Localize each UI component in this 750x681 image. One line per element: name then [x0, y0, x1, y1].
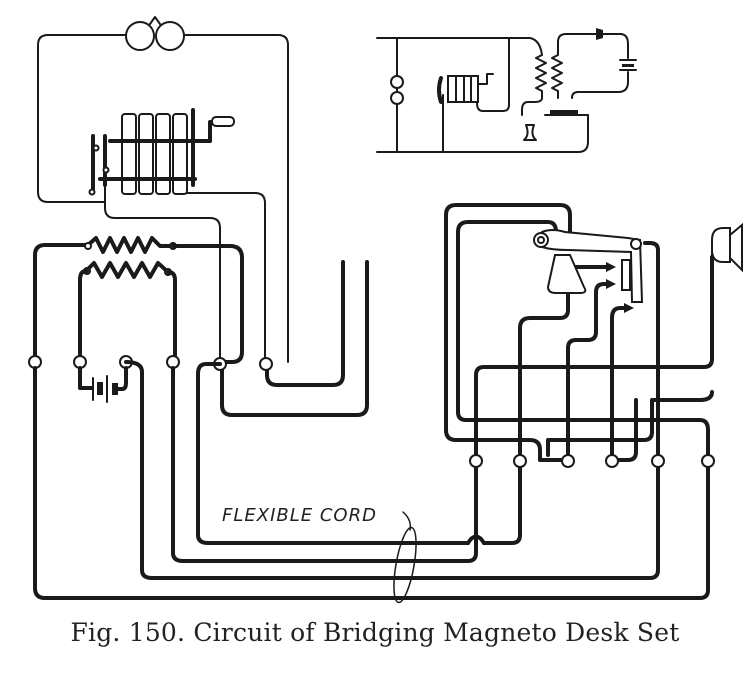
- receiver: [711, 222, 743, 273]
- terminal: [561, 454, 575, 468]
- desk-stand-wiring: [444, 203, 714, 462]
- magneto-generator: [88, 108, 266, 363]
- terminal: [701, 454, 715, 468]
- ringer: [37, 16, 289, 363]
- figure-caption: Fig. 150. Circuit of Bridging Magneto De…: [70, 618, 680, 647]
- cord-stub-2: [220, 260, 369, 417]
- terminal: [513, 454, 527, 468]
- ringer-gong-left: [125, 21, 155, 51]
- terminal: [651, 454, 665, 468]
- battery: [78, 366, 128, 403]
- terminal: [469, 454, 483, 468]
- flexible-cord-label: FLEXIBLE CORD: [222, 505, 377, 526]
- terminal: [259, 357, 273, 371]
- flexible-cord-wires: FLEXIBLE CORD: [33, 360, 710, 604]
- ringer-gong-right: [155, 21, 185, 51]
- transmitter-mouthpiece: [546, 254, 587, 294]
- crank-handle: [211, 116, 235, 127]
- desk-stand: [533, 229, 644, 303]
- terminal: [605, 454, 619, 468]
- inset-schematic: [376, 28, 637, 153]
- cord-binding: [393, 526, 417, 604]
- cord-stub-1: [265, 260, 345, 387]
- right-terminals: [469, 454, 715, 468]
- induction-coil: [33, 236, 244, 364]
